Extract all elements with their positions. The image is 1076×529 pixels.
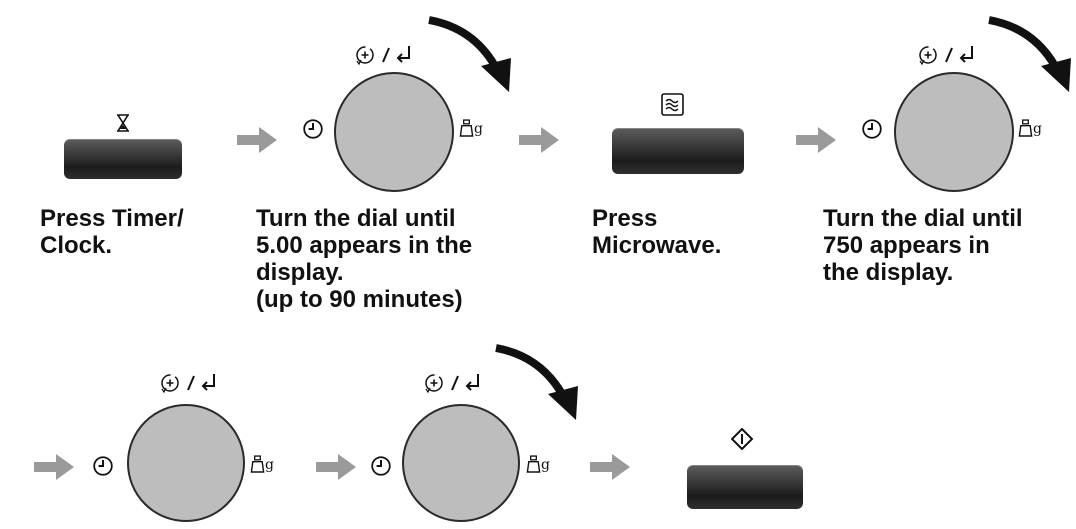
caption-line: Turn the dial until <box>823 205 1023 232</box>
flow-arrow <box>34 452 74 482</box>
plus-clock-enter-icon <box>424 372 484 394</box>
flow-arrow <box>237 125 277 155</box>
control-dial[interactable] <box>402 404 520 522</box>
flow-arrow <box>796 125 836 155</box>
weight-icon <box>459 119 474 138</box>
flow-arrow <box>590 452 630 482</box>
clock-icon <box>370 455 392 477</box>
caption-line: Microwave. <box>592 232 722 259</box>
plus-clock-enter-icon <box>918 44 978 66</box>
start-button[interactable] <box>687 465 803 509</box>
caption-line: Turn the dial until <box>256 205 456 232</box>
plus-clock-enter-icon <box>160 372 220 394</box>
weight-icon <box>250 455 265 474</box>
hourglass-icon <box>117 114 129 132</box>
caption-line: Clock. <box>40 232 113 259</box>
control-dial[interactable] <box>127 404 245 522</box>
clockwise-arrow-icon <box>492 342 582 422</box>
weight-unit-label: g <box>474 121 483 137</box>
step-3-caption: Press Microwave. <box>592 205 721 259</box>
weight-unit-label: g <box>541 457 550 473</box>
control-dial[interactable] <box>894 72 1014 192</box>
control-dial[interactable] <box>334 72 454 192</box>
step-1-caption: Press Timer/ Clock. <box>40 205 184 259</box>
step-4-caption: Turn the dial until 750 appears in the d… <box>823 205 1023 286</box>
clock-icon <box>861 118 883 140</box>
weight-icon <box>526 455 541 474</box>
microwave-button[interactable] <box>612 128 744 174</box>
plus-clock-enter-icon <box>355 44 415 66</box>
start-diamond-icon <box>731 428 753 450</box>
clockwise-arrow-icon <box>425 14 515 94</box>
step-2-caption: Turn the dial until 5.00 appears in the … <box>256 205 472 313</box>
caption-line: the display. <box>823 259 954 286</box>
caption-line: Press <box>592 205 658 232</box>
weight-unit-label: g <box>265 457 274 473</box>
weight-icon <box>1018 119 1033 138</box>
caption-line: Press Timer/ <box>40 205 184 232</box>
timer-clock-button[interactable] <box>64 139 182 179</box>
caption-line: display. <box>256 259 344 286</box>
flow-arrow <box>316 452 356 482</box>
caption-line: (up to 90 minutes) <box>256 286 463 313</box>
clock-icon <box>302 118 324 140</box>
microwave-waves-icon <box>661 93 684 116</box>
flow-arrow <box>519 125 559 155</box>
caption-line: 750 appears in <box>823 232 990 259</box>
clockwise-arrow-icon <box>985 14 1075 94</box>
caption-line: 5.00 appears in the <box>256 232 473 259</box>
clock-icon <box>92 455 114 477</box>
weight-unit-label: g <box>1033 121 1042 137</box>
